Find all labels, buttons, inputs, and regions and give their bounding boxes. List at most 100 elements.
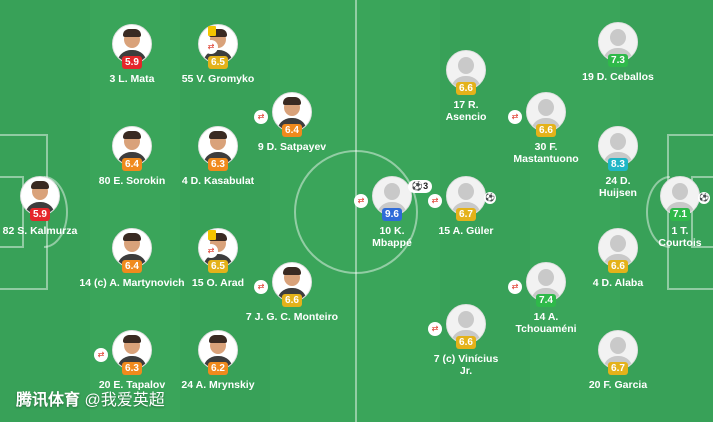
player-hair xyxy=(283,97,301,105)
silhouette-head xyxy=(384,183,400,200)
silhouette-head xyxy=(610,29,626,46)
player-name-line-2: Jr. xyxy=(459,365,473,377)
player-name-line: 9 D. Satpayev xyxy=(257,141,327,153)
player-rating-badge: 7.3 xyxy=(608,54,628,67)
player-name-line: 4 D. Kasabulat xyxy=(181,175,255,187)
silhouette-head xyxy=(672,183,688,200)
player-name: 20 E. Tapalov xyxy=(52,379,212,391)
player-rating-badge: 8.3 xyxy=(608,158,628,171)
player-name-line: 15 A. Güler xyxy=(438,225,494,237)
watermark-handle: @我爱英超 xyxy=(80,392,165,409)
player-name: 24 D.Huijsen xyxy=(538,175,698,199)
player-rating-badge: 6.4 xyxy=(122,260,142,273)
home-player-card[interactable]: 6.4 80 E. Sorokin xyxy=(72,126,192,198)
substitution-icon: ⇄ xyxy=(428,194,442,208)
yellow-card-icon xyxy=(208,26,216,36)
player-rating-badge: 6.2 xyxy=(208,362,228,375)
player-name: 19 D. Ceballos xyxy=(538,71,698,83)
ball-icon: ⚽ xyxy=(698,192,710,204)
goals-badge: ⚽3 xyxy=(408,180,432,193)
player-name: 15 A. Güler xyxy=(386,225,546,237)
player-name-line: 30 F. xyxy=(534,141,558,153)
player-name: 24 A. Mrynskiy xyxy=(138,379,298,391)
player-name-line: 10 K. xyxy=(379,225,405,237)
player-name-line: 7 J. G. C. Monteiro xyxy=(245,311,339,323)
player-name-line: 19 D. Ceballos xyxy=(582,71,654,83)
player-name-line: 4 D. Alaba xyxy=(592,277,644,289)
left-goal-box xyxy=(0,176,24,248)
player-name: 14 A.Tchouaméni xyxy=(466,311,626,335)
silhouette-head xyxy=(458,311,474,328)
away-player-card[interactable]: 8.3 24 D.Huijsen xyxy=(558,126,678,199)
player-name: 10 K.Mbappé xyxy=(312,225,472,249)
substitution-icon: ⇄ xyxy=(428,322,442,336)
watermark: 腾讯体育 @我爱英超 xyxy=(16,386,165,410)
player-hair xyxy=(123,29,141,37)
player-avatar xyxy=(272,92,312,132)
away-player-card[interactable]: 6.7 20 F. Garcia xyxy=(558,330,678,402)
player-rating-badge: 6.4 xyxy=(122,158,142,171)
yellow-card-icon xyxy=(208,230,216,240)
player-name-line: 80 E. Sorokin xyxy=(98,175,166,187)
player-name-line: 24 D. xyxy=(605,175,631,187)
player-rating-badge: 6.4 xyxy=(282,124,302,137)
player-name-line-2: Mastantuono xyxy=(513,153,579,165)
player-rating-badge: 6.7 xyxy=(608,362,628,375)
silhouette-head xyxy=(610,133,626,150)
home-player-card[interactable]: 6.2 24 A. Mrynskiy xyxy=(158,330,278,402)
player-hair xyxy=(123,335,141,343)
player-name: 7 J. G. C. Monteiro xyxy=(212,311,372,323)
player-name-line: 3 L. Mata xyxy=(109,73,155,85)
player-rating-badge: 6.6 xyxy=(536,124,556,137)
player-name-line: 1 T. xyxy=(671,225,689,237)
silhouette-head xyxy=(458,57,474,74)
player-name: 4 D. Kasabulat xyxy=(138,175,298,187)
ball-icon: ⚽ xyxy=(484,192,496,204)
home-player-card[interactable]: 5.9 82 S. Kalmurza xyxy=(0,176,100,248)
substitution-icon: ⇄ xyxy=(354,194,368,208)
player-name-line: 24 A. Mrynskiy xyxy=(181,379,255,391)
player-name: 1 T.Courtois xyxy=(600,225,713,249)
away-player-card[interactable]: 7.3 19 D. Ceballos xyxy=(558,22,678,94)
player-rating-badge: 5.9 xyxy=(30,208,50,221)
player-name: 30 F.Mastantuono xyxy=(466,141,626,165)
player-rating-badge: 6.6 xyxy=(282,294,302,307)
player-rating-badge: 6.5 xyxy=(208,56,228,69)
player-rating-badge: 7.1 xyxy=(670,208,690,221)
substitution-icon: ⇄ xyxy=(508,280,522,294)
silhouette-head xyxy=(458,183,474,200)
player-name: 20 F. Garcia xyxy=(538,379,698,391)
player-rating-badge: 9.6 xyxy=(382,208,402,221)
player-name-line: 15 O. Arad xyxy=(191,277,245,289)
player-name-line: 55 V. Gromyko xyxy=(181,73,255,85)
player-hair xyxy=(209,131,227,139)
player-name-line-2: Huijsen xyxy=(599,187,637,199)
player-hair xyxy=(209,29,227,37)
player-name: 80 E. Sorokin xyxy=(52,175,212,187)
player-rating-badge: 6.3 xyxy=(122,362,142,375)
player-name-line: 20 F. Garcia xyxy=(588,379,648,391)
silhouette-head xyxy=(610,235,626,252)
player-name-line: 14 A. xyxy=(533,311,559,323)
player-name: 17 R.Asencio xyxy=(386,99,546,123)
player-name-line: 82 S. Kalmurza xyxy=(2,225,78,237)
player-name: 4 D. Alaba xyxy=(538,277,698,289)
